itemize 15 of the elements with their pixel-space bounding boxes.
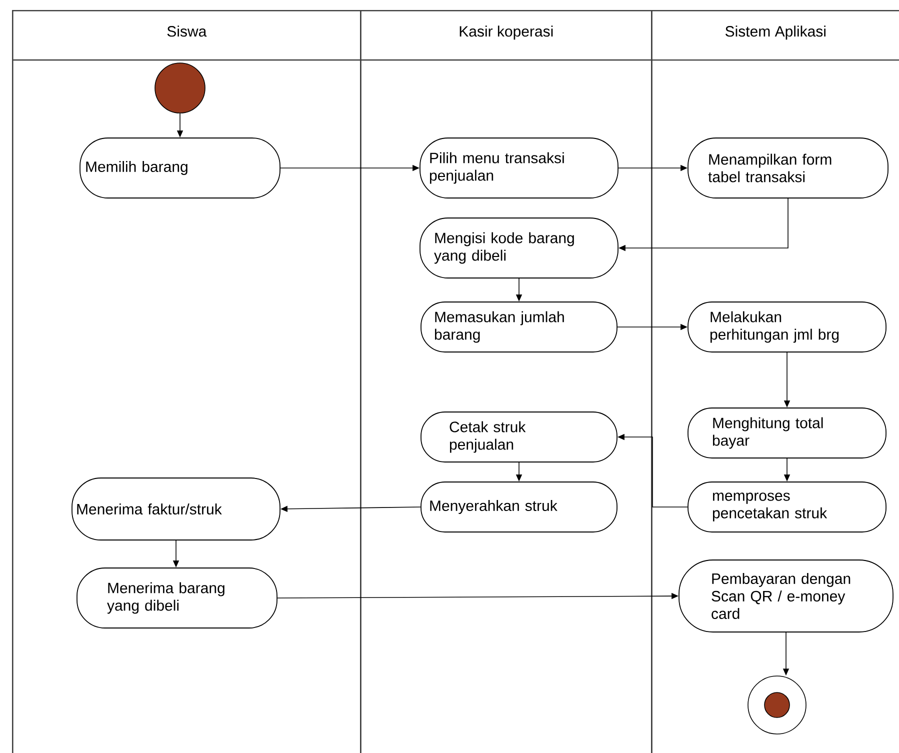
- activity-box: Pembayaran dengan Scan QR / e-money card: [678, 560, 894, 632]
- activity-box: Mengisi kode barang yang dibeli: [420, 218, 618, 278]
- activity-box: Menerima faktur/struk: [72, 478, 280, 540]
- activity-box: Menerima barang yang dibeli: [76, 568, 278, 628]
- activity-box: Pilih menu transaksi penjualan: [420, 138, 618, 198]
- activity-box: Menghitung total bayar: [688, 408, 886, 458]
- start-node: [154, 62, 206, 114]
- activity-box: Cetak struk penjualan: [420, 412, 618, 462]
- activity-box: Menampilkan form tabel transaksi: [688, 138, 888, 198]
- activity-box: Memasukan jumlah barang: [420, 302, 618, 352]
- activity-box: memproses pencetakan struk: [688, 482, 886, 532]
- end-node: [748, 676, 806, 734]
- activity-box: Menyerahkan struk: [420, 482, 618, 532]
- activity-box: Melakukan perhitungan jml brg: [688, 302, 886, 352]
- activity-box: Memilih barang: [80, 138, 280, 198]
